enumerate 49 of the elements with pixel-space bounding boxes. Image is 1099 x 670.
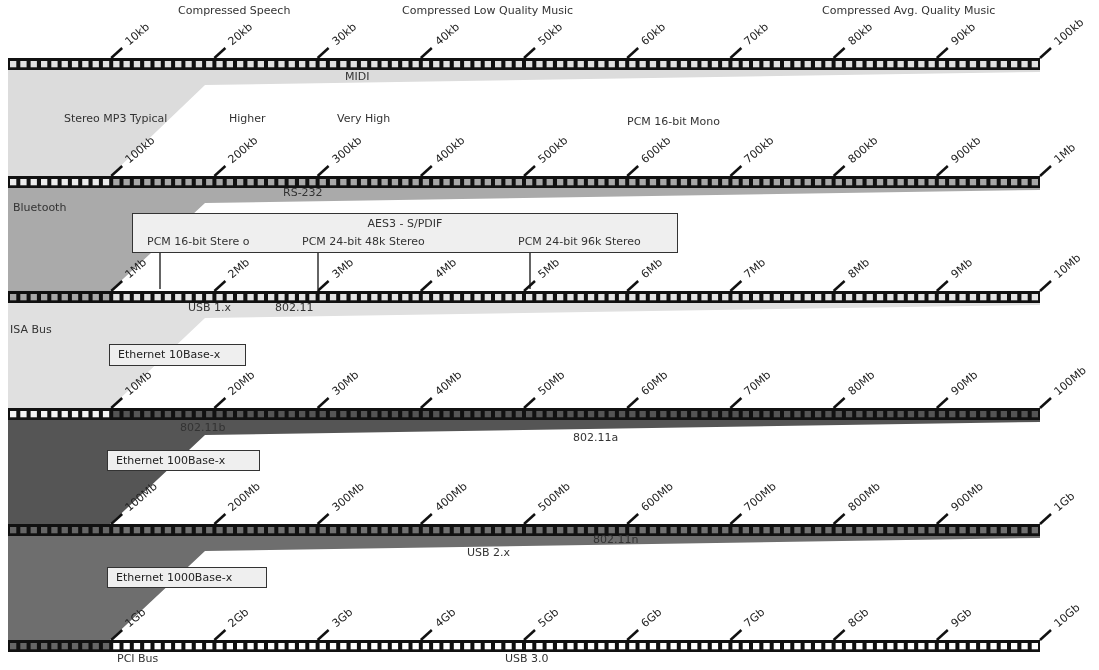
tick-label: 7Gb	[742, 606, 768, 630]
tick-label: 7Mb	[742, 256, 769, 281]
tick-label: 9Mb	[949, 256, 975, 281]
tick-label: 3Gb	[329, 606, 355, 630]
tick-label: 5Gb	[536, 606, 562, 630]
signal-label: PCM 24-bit 96k Stereo	[518, 235, 641, 248]
standard-box: Ethernet 1000Base-x	[107, 567, 267, 588]
tick-label: 4Gb	[433, 606, 459, 630]
leader-line	[159, 252, 161, 290]
scale-label: 802.11a	[573, 431, 619, 444]
scale-label: 802.11n	[593, 533, 639, 546]
tick-label: 2Mb	[226, 256, 253, 281]
scale-label: 802.11	[275, 301, 314, 314]
scale-label: Compressed Low Quality Music	[402, 4, 574, 17]
scale-label: Higher	[229, 112, 266, 125]
tick-label: 2Gb	[226, 606, 252, 630]
tick-label: 6Mb	[639, 256, 666, 281]
signal-label: PCM 16-bit Stere o	[147, 235, 250, 248]
scale-label: Bluetooth	[13, 201, 67, 214]
scale-label: USB 3.0	[505, 652, 549, 665]
scale-label: PCI Bus	[117, 652, 159, 665]
tick-label: 1Gb	[1052, 490, 1078, 514]
scale-label: Compressed Speech	[178, 4, 291, 17]
scale-label: Very High	[337, 112, 391, 125]
leader-line	[317, 252, 319, 290]
signal-label: PCM 24-bit 48k Stereo	[302, 235, 425, 248]
scale-label: Stereo MP3 Typical	[64, 112, 168, 125]
tick-label: 8Mb	[845, 256, 872, 281]
tick-label: 8Gb	[845, 606, 871, 630]
scale-label: USB 2.x	[467, 546, 511, 559]
scale-label: MIDI	[345, 70, 370, 83]
scale-label: PCM 16-bit Mono	[627, 115, 721, 128]
group-title: AES3 - S/PDIF	[366, 217, 444, 230]
tick-label: 9Gb	[949, 606, 975, 630]
group-box	[132, 213, 678, 253]
tick-label: 1Gb	[123, 606, 149, 630]
standard-box: Ethernet 100Base-x	[107, 450, 260, 471]
scale-label: RS-232	[283, 186, 323, 199]
tick-label: 5Mb	[536, 256, 562, 281]
tick-label: 4Mb	[433, 256, 459, 281]
leader-line	[529, 252, 531, 290]
tick-label: 1Mb	[1052, 141, 1078, 166]
scale-label: ISA Bus	[10, 323, 52, 336]
tick-label: 1Mb	[123, 256, 150, 281]
scale-label: USB 1.x	[188, 301, 232, 314]
tick-label: 6Gb	[639, 606, 665, 630]
scale-label: Compressed Avg. Quality Music	[822, 4, 996, 17]
tick-label: 3Mb	[329, 256, 356, 281]
standard-box: Ethernet 10Base-x	[109, 344, 246, 366]
